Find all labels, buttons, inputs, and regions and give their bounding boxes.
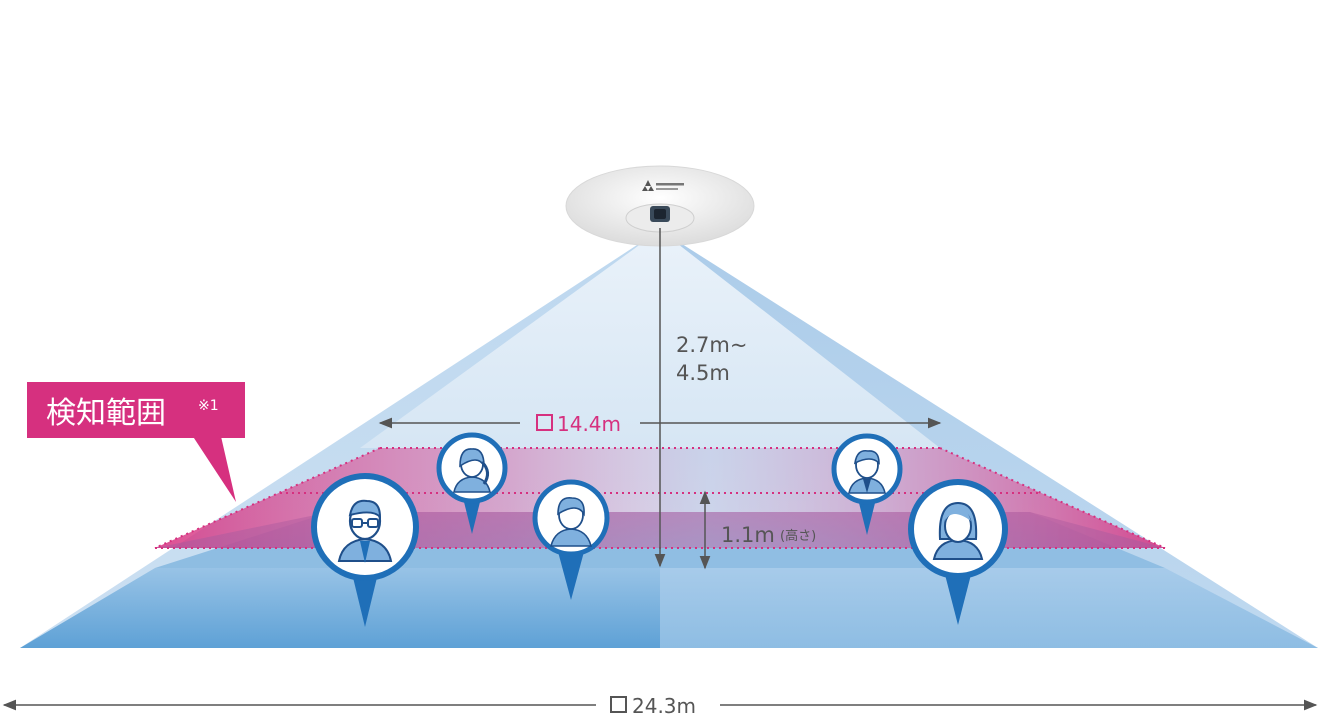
square-symbol-icon: [610, 696, 627, 713]
ceiling-sensor: [565, 165, 755, 247]
detection-height-label: (高さ): [780, 528, 816, 544]
floor-width-value: 24.3m: [632, 694, 696, 714]
detection-range-callout: 検知範囲 ※1: [27, 382, 245, 502]
person-pin: [831, 433, 903, 535]
person-pin: [436, 432, 508, 534]
young-man-icon: [549, 497, 593, 547]
detection-height-value: 1.1m: [721, 523, 775, 547]
ceiling-height-dimension: 2.7m~ 4.5m: [654, 228, 747, 568]
detection-width-value: 14.4m: [557, 412, 621, 436]
detection-height-dimension: 1.1m (高さ): [699, 490, 816, 570]
floor-width-dimension: 24.3m: [2, 694, 1318, 714]
person-pin: [908, 479, 1008, 625]
person-pin: [532, 479, 610, 600]
brand-logo-icon: [642, 180, 684, 191]
ceiling-height-line1: 2.7m~: [676, 333, 747, 357]
ceiling-height-line2: 4.5m: [676, 361, 730, 385]
callout-note-mark: ※1: [198, 398, 219, 414]
square-symbol-icon: [536, 414, 553, 431]
man-with-glasses-icon: [337, 499, 393, 563]
woman-long-hair-icon: [932, 501, 984, 560]
man-in-suit-icon: [848, 449, 886, 494]
detection-width-dimension: 14.4m: [378, 412, 942, 436]
woman-ponytail-icon: [453, 448, 491, 493]
person-pin: [311, 473, 419, 627]
callout-label: 検知範囲: [46, 396, 166, 431]
